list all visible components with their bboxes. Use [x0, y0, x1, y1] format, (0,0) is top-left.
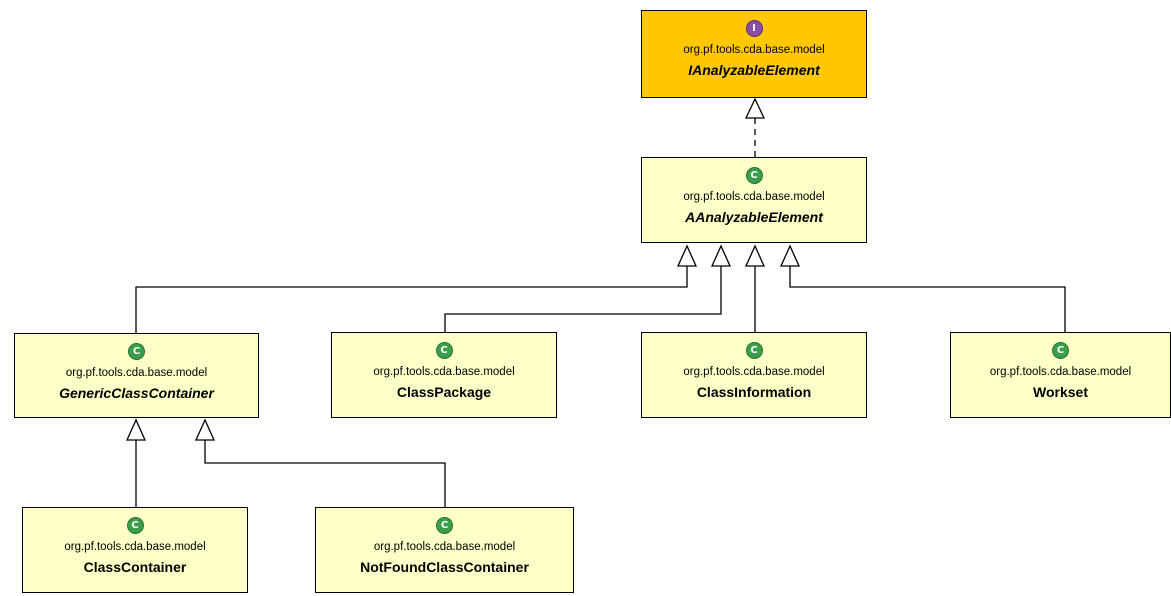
relations	[125, 97, 1066, 507]
class-name: GenericClassContainer	[59, 385, 214, 401]
package-label: org.pf.tools.cda.base.model	[64, 541, 206, 553]
class-box-classcontainer[interactable]: C org.pf.tools.cda.base.model ClassConta…	[22, 507, 248, 593]
class-name: IAnalyzableElement	[688, 62, 820, 78]
class-box-notfoundclasscontainer[interactable]: C org.pf.tools.cda.base.model NotFoundCl…	[315, 507, 574, 593]
class-badge-icon: C	[745, 167, 763, 184]
generalization-arrowhead	[779, 244, 801, 267]
generalization-line	[135, 266, 688, 333]
generalization-arrowhead	[710, 244, 732, 267]
generalization-line	[204, 440, 446, 507]
generalization-arrowhead	[744, 244, 766, 267]
generalization-line	[789, 266, 1066, 332]
class-name: NotFoundClassContainer	[360, 559, 529, 575]
generalization-arrowhead	[125, 418, 147, 441]
class-badge-icon: C	[1052, 342, 1069, 359]
class-name: ClassPackage	[396, 384, 492, 400]
class-badge-icon: C	[436, 517, 453, 534]
generalization-arrowhead	[676, 244, 698, 267]
class-box-aanalyzableelement[interactable]: C org.pf.tools.cda.base.model AAnalyzabl…	[641, 157, 867, 243]
package-label: org.pf.tools.cda.base.model	[373, 366, 515, 378]
class-name: ClassInformation	[696, 384, 812, 400]
class-name: Workset	[1033, 384, 1088, 400]
package-label: org.pf.tools.cda.base.model	[683, 44, 825, 56]
package-label: org.pf.tools.cda.base.model	[683, 191, 825, 203]
class-name: AAnalyzableElement	[685, 209, 823, 225]
package-label: org.pf.tools.cda.base.model	[989, 366, 1132, 378]
class-badge-icon: C	[745, 342, 763, 359]
class-badge-icon: C	[435, 342, 453, 359]
class-name: ClassContainer	[83, 559, 187, 575]
package-label: org.pf.tools.cda.base.model	[373, 541, 516, 553]
class-box-classinformation[interactable]: C org.pf.tools.cda.base.model ClassInfor…	[641, 332, 867, 418]
interface-badge-icon: I	[745, 20, 763, 37]
class-badge-icon: C	[128, 343, 145, 360]
realization-arrowhead	[744, 97, 766, 119]
package-label: org.pf.tools.cda.base.model	[65, 367, 208, 379]
class-box-workset[interactable]: C org.pf.tools.cda.base.model Workset	[950, 332, 1171, 418]
class-box-genericclasscontainer[interactable]: C org.pf.tools.cda.base.model GenericCla…	[14, 333, 259, 418]
class-box-ianalyzableelement[interactable]: I org.pf.tools.cda.base.model IAnalyzabl…	[641, 10, 867, 98]
class-badge-icon: C	[126, 517, 144, 534]
generalization-arrowhead	[194, 418, 216, 441]
class-box-classpackage[interactable]: C org.pf.tools.cda.base.model ClassPacka…	[331, 332, 557, 418]
generalization-line	[444, 266, 722, 332]
package-label: org.pf.tools.cda.base.model	[683, 366, 825, 378]
